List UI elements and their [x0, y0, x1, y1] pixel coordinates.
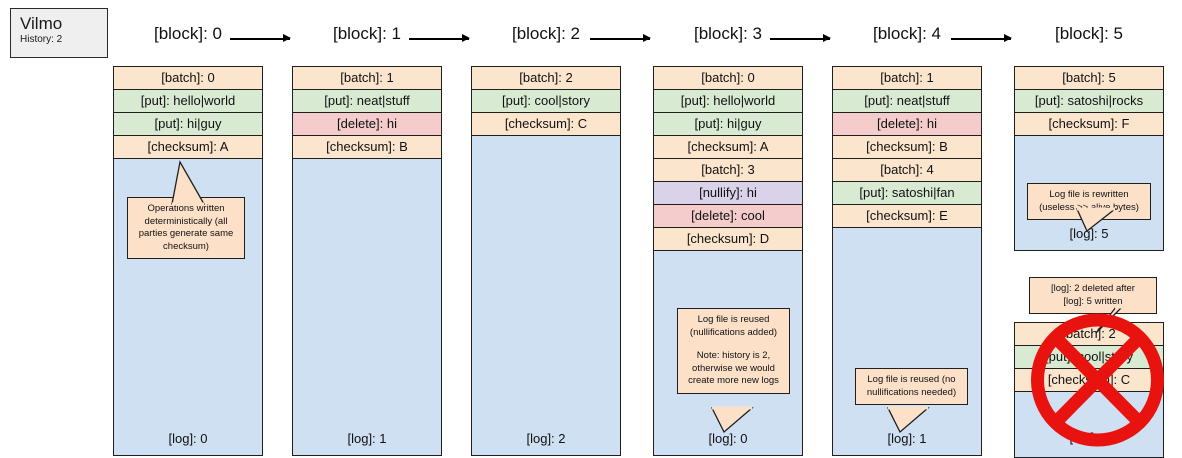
entry-row: [checksum]: E [833, 205, 981, 228]
callout-line: Log file is rewritten [1049, 189, 1129, 200]
callout-line: Note: history is 2, [696, 350, 771, 361]
entry-row: [checksum]: A [654, 136, 802, 159]
callout-line: [log]: 2 deleted after [1051, 283, 1135, 294]
callout-tail-deleted [1082, 305, 1124, 335]
entry-row: [checksum]: A [114, 136, 262, 159]
entry-row: [delete]: cool [654, 205, 802, 228]
entry-row: [delete]: hi [293, 113, 441, 136]
block-0[interactable]: [batch]: 0 [put]: hello|world [put]: hi|… [113, 66, 263, 456]
log-area-1: [log]: 1 [293, 159, 441, 453]
callout-3: Log file is reused (nullifications added… [677, 308, 790, 394]
callout-line: deterministically (all [144, 215, 228, 227]
deleted-block[interactable]: [batch]: 2 [put]: cool|story [checksum]:… [1014, 322, 1164, 458]
entry-row: [put]: neat|stuff [293, 90, 441, 113]
entry-row: [checksum]: B [833, 136, 981, 159]
log-label: [log]: 2 [1069, 430, 1109, 445]
callout-line: (nullifications added) [689, 326, 778, 338]
entry-row: [checksum]: C [472, 113, 620, 136]
callout-line: otherwise we would [692, 362, 775, 374]
entry-row: [batch]: 0 [114, 67, 262, 90]
entry-row: [delete]: hi [833, 113, 981, 136]
entry-row: [batch]: 5 [1015, 67, 1163, 90]
block-header-3: [block]: 3 [693, 24, 763, 43]
callout-deleted: [log]: 2 deleted after [log]: 5 written [1029, 277, 1157, 314]
log-label: [log]: 0 [168, 431, 208, 446]
entry-row: [put]: neat|stuff [833, 90, 981, 113]
log-label: [log]: 1 [347, 431, 387, 446]
callout-4: Log file is reused (no nullifications ne… [855, 368, 968, 405]
entry-row: [checksum]: C [1015, 369, 1163, 392]
entry-row: [put]: satoshi|fan [833, 182, 981, 205]
block-header-0: [block]: 0 [153, 24, 223, 43]
entry-row: [nullify]: hi [654, 182, 802, 205]
flow-arrow-4-5 [951, 34, 1012, 43]
entry-row: [checksum]: F [1015, 113, 1163, 136]
block-2[interactable]: [batch]: 2 [put]: cool|story [checksum]:… [471, 66, 621, 456]
entry-row: [batch]: 1 [293, 67, 441, 90]
entry-row: [put]: hello|world [114, 90, 262, 113]
log-label: [log]: 0 [708, 431, 748, 446]
legend-box: Vilmo History: 2 [10, 8, 108, 58]
history-setting-label: History: 2 [20, 34, 63, 45]
block-1[interactable]: [batch]: 1 [put]: neat|stuff [delete]: h… [292, 66, 442, 456]
entry-row: [put]: satoshi|rocks [1015, 90, 1163, 113]
log-label: [log]: 1 [887, 431, 927, 446]
entry-row: [checksum]: B [293, 136, 441, 159]
log-area-2: [log]: 2 [472, 136, 620, 453]
log-area-deleted: [log]: 2 [1015, 392, 1163, 455]
callout-line: checksum) [163, 240, 209, 252]
entry-row: [batch]: 3 [654, 159, 802, 182]
callout-tail-3 [710, 406, 754, 434]
callout-tail-0 [170, 160, 210, 206]
app-title: Vilmo [20, 14, 63, 33]
callout-line: Log file is reused [697, 314, 770, 325]
flow-arrow-3-4 [770, 34, 831, 43]
flow-arrow-2-3 [590, 34, 651, 43]
entry-row: [batch]: 0 [654, 67, 802, 90]
callout-line: parties generate same [138, 228, 234, 239]
flow-arrow-1-2 [409, 34, 470, 43]
entry-row: [put]: hello|world [654, 90, 802, 113]
entry-row: [batch]: 1 [833, 67, 981, 90]
callout-line: Log file is reused (no [867, 374, 956, 385]
entry-row: [put]: hi|guy [654, 113, 802, 136]
entry-row: [put]: cool|story [1015, 346, 1163, 369]
block-3[interactable]: [batch]: 0 [put]: hello|world [put]: hi|… [653, 66, 803, 456]
callout-0: Operations written deterministically (al… [127, 197, 245, 259]
callout-line: (useless >> alive bytes) [1039, 201, 1139, 213]
callout-tail-4 [886, 406, 930, 434]
callout-spacer [682, 339, 785, 350]
callout-line: nullifications needed) [866, 386, 957, 398]
block-header-5: [block]: 5 [1054, 24, 1124, 43]
log-label: [log]: 5 [1069, 226, 1109, 241]
callout-line: create more new logs [688, 375, 779, 386]
log-label: [log]: 2 [526, 431, 566, 446]
block-header-4: [block]: 4 [872, 24, 942, 43]
callout-line: [log]: 5 written [1063, 295, 1123, 307]
entry-row: [batch]: 2 [472, 67, 620, 90]
entry-row: [put]: cool|story [472, 90, 620, 113]
entry-row: [batch]: 4 [833, 159, 981, 182]
entry-row: [put]: hi|guy [114, 113, 262, 136]
callout-line: Operations written [147, 203, 225, 214]
block-header-2: [block]: 2 [511, 24, 581, 43]
callout-tail-5 [1075, 207, 1119, 233]
flow-arrow-0-1 [230, 34, 291, 43]
block-header-1: [block]: 1 [332, 24, 402, 43]
entry-row: [checksum]: D [654, 228, 802, 251]
